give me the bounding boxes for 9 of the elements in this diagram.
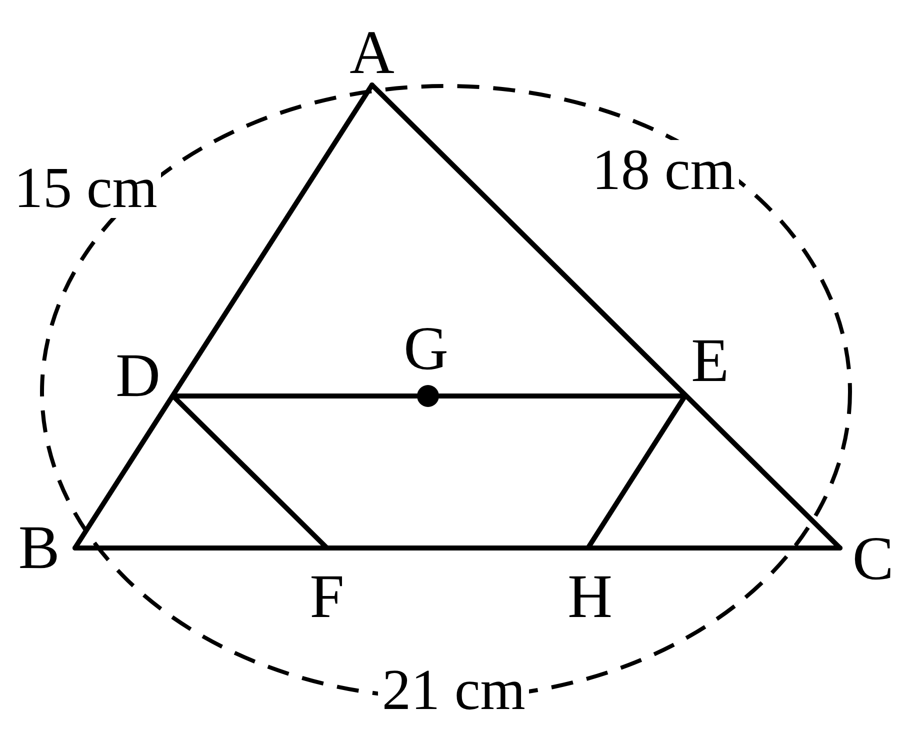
point-label: E — [680, 330, 740, 392]
point-label: G — [398, 318, 454, 380]
point-label: C — [843, 528, 903, 590]
point-label: A — [347, 22, 397, 84]
point-label: H — [560, 566, 620, 628]
point-label: B — [8, 517, 70, 579]
point-label: F — [300, 566, 354, 628]
point-label: D — [108, 345, 168, 407]
line-segment — [72, 546, 842, 550]
